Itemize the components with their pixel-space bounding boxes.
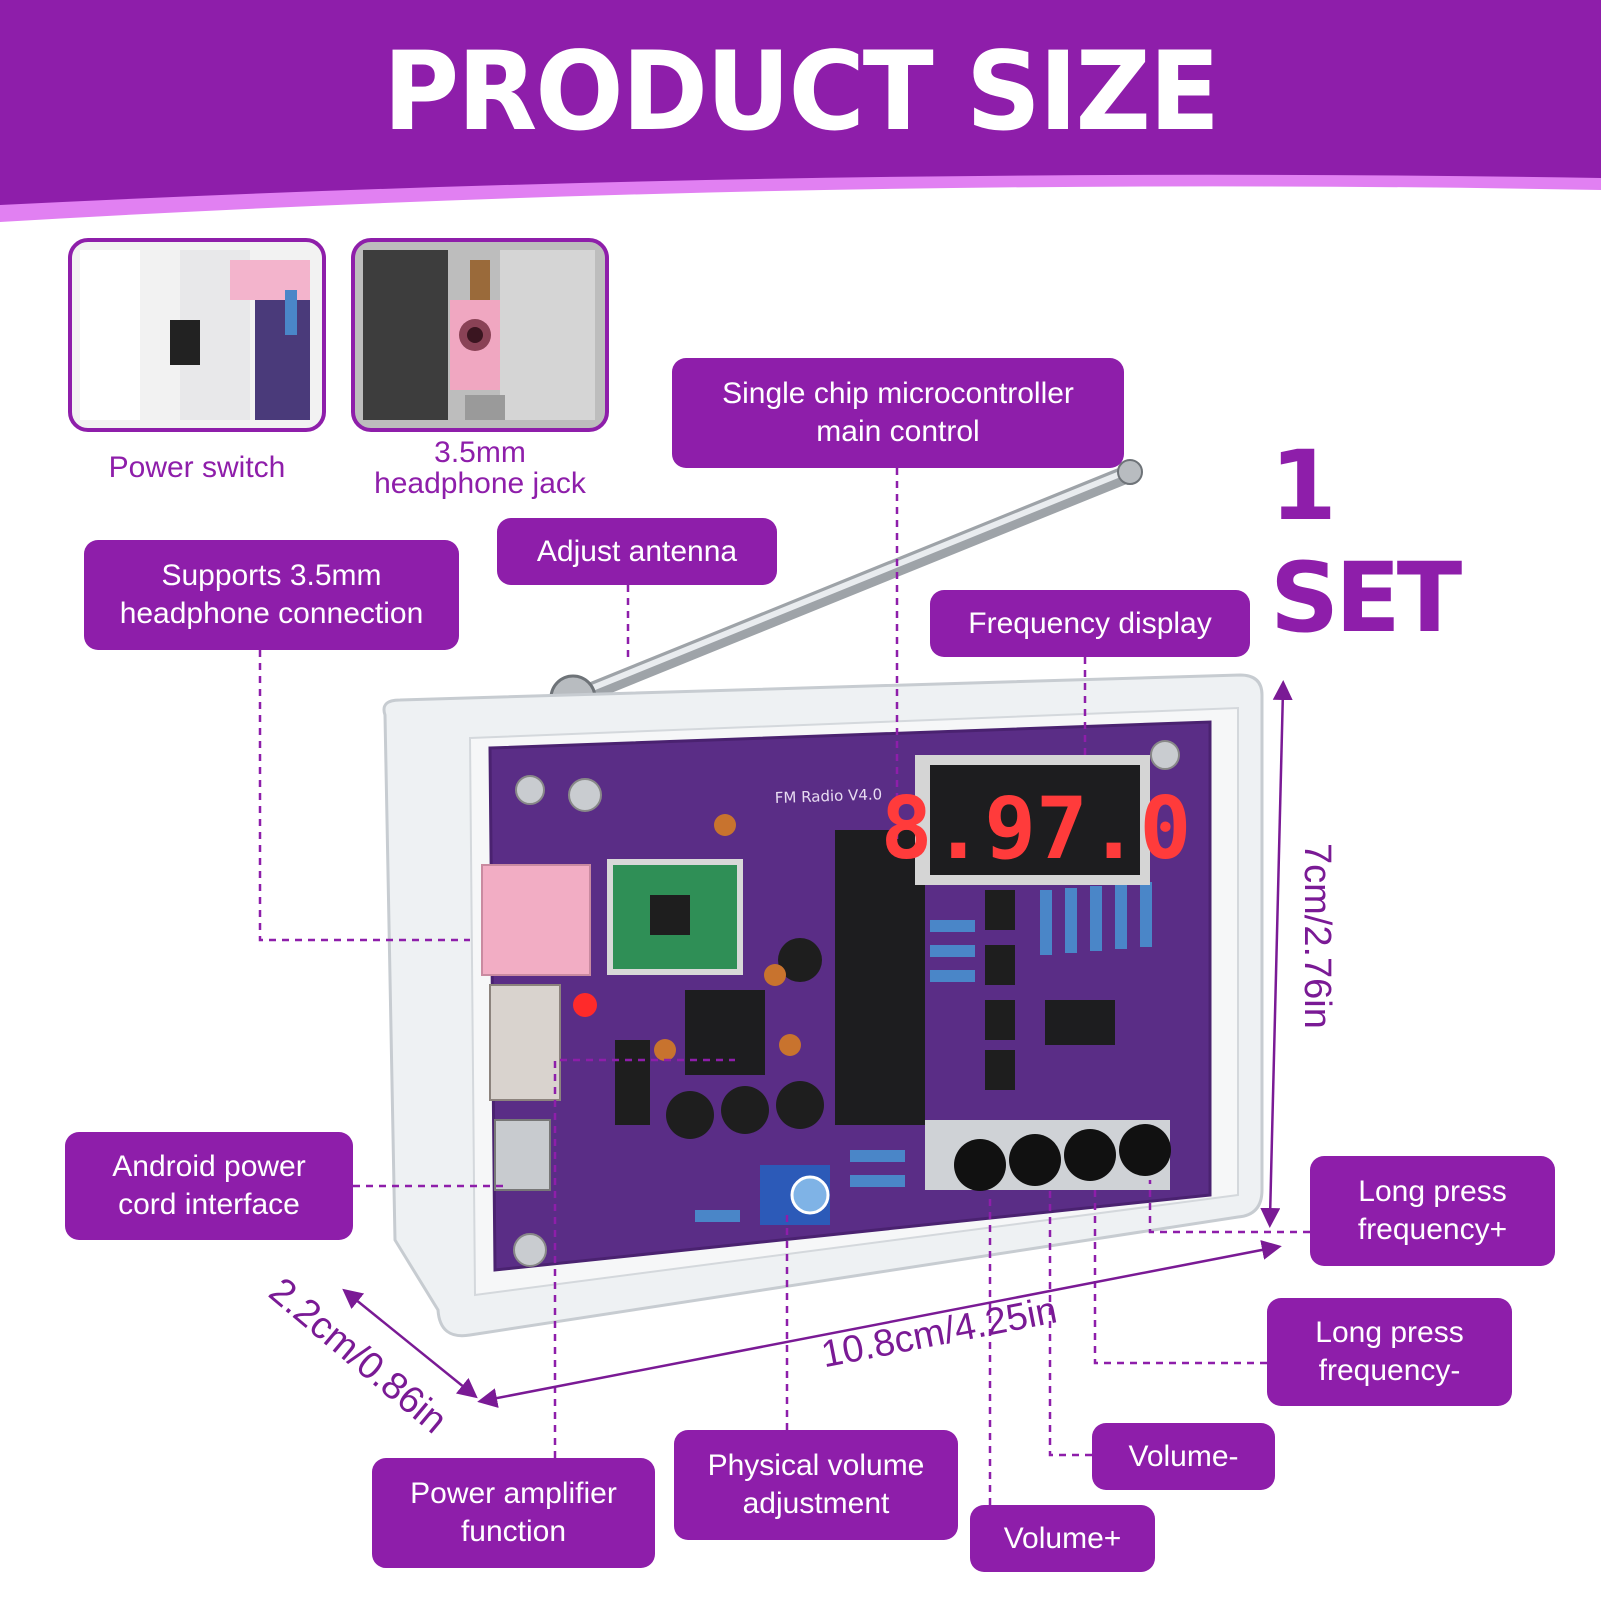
frequency-display-digits: 8.97.0	[881, 779, 1192, 879]
headphone-jack-photo	[351, 238, 609, 432]
callout-physical-volume: Physical volume adjustment	[674, 1430, 958, 1540]
header-band	[0, 0, 1601, 222]
pcb-silkscreen: FM Radio V4.0	[775, 785, 883, 807]
callout-volume-plus: Volume+	[970, 1505, 1155, 1572]
callout-volume-minus: Volume-	[1092, 1423, 1275, 1490]
callout-long-press-minus: Long press frequency-	[1267, 1298, 1512, 1406]
callout-frequency-display: Frequency display	[930, 590, 1250, 657]
set-badge: 1 SET	[1270, 430, 1462, 654]
callout-adjust-antenna: Adjust antenna	[497, 518, 777, 585]
callout-supports-headphone: Supports 3.5mm headphone connection	[84, 540, 459, 650]
pcb-board	[481, 720, 1212, 1272]
buttons	[925, 1120, 1171, 1191]
power-switch-caption: Power switch	[108, 451, 286, 484]
dimension-arrows	[342, 680, 1293, 1408]
callout-single-chip: Single chip microcontroller main control	[672, 358, 1124, 468]
page-title: PRODUCT SIZE	[382, 26, 1220, 156]
callout-long-press-plus: Long press frequency+	[1310, 1156, 1555, 1266]
headphone-jack-caption: 3.5mm headphone jack	[374, 436, 586, 500]
callout-power-amplifier: Power amplifier function	[372, 1458, 655, 1568]
dimension-height: 7cm/2.76in	[1296, 843, 1338, 1029]
power-switch-photo	[68, 238, 326, 432]
callout-android-power: Android power cord interface	[65, 1132, 353, 1240]
